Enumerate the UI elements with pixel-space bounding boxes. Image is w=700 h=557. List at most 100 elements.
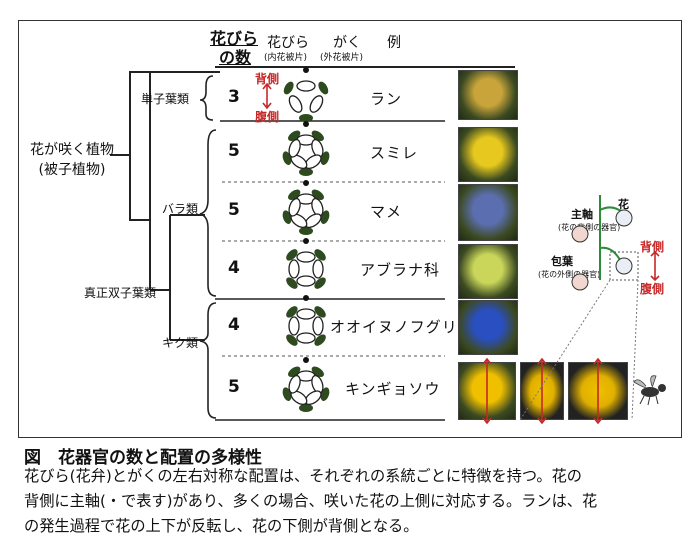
sepal-shape: [286, 277, 298, 289]
header-example-label: 例: [387, 35, 401, 51]
group-rosid: バラ類: [162, 202, 199, 216]
root-label-line1: 花が咲く植物: [30, 142, 114, 158]
petal-count-5: 4: [228, 315, 240, 335]
snapdragon-axis-arrow-icon: [537, 358, 547, 424]
violet-photo: [458, 127, 518, 182]
group-eudicot: 真正双子葉類: [84, 286, 157, 300]
brassica-photo: [458, 244, 518, 299]
plant-name-3: マメ: [370, 203, 403, 221]
bee-icon: [633, 375, 666, 406]
axis-dot-icon: [303, 295, 309, 301]
root-label-line2: (被子植物): [38, 162, 106, 178]
bracket-rosid: [199, 129, 217, 297]
plant-name-2: スミレ: [370, 144, 419, 162]
petal-shape: [288, 259, 300, 279]
group-monocot: 単子葉類: [141, 92, 190, 106]
inset-orientation-arrow-icon: [650, 250, 660, 282]
orientation-arrow-icon: [262, 83, 272, 109]
petal-shape: [288, 138, 301, 158]
inset-bract-sub: (花の外側の器官): [538, 270, 601, 279]
floral-diagram-1: [283, 67, 329, 122]
sepal-shape: [286, 334, 298, 346]
petal-shape: [296, 80, 316, 92]
speedwell-photo: [458, 300, 518, 355]
inset-dorsal: 背側: [640, 240, 665, 254]
petal-count-1: 3: [228, 87, 240, 107]
floral-diagram-6: [282, 357, 330, 412]
caption-line1: 花びら(花弁)とがくの左右対称な配置は、それぞれの系統ごとに特徴を持つ。花の: [24, 467, 582, 485]
sepal-shape: [318, 81, 329, 95]
sepal-shape: [299, 168, 313, 176]
orientation-dorsal: 背側: [255, 72, 280, 86]
axis-dot-icon: [303, 238, 309, 244]
snapdragon-axis-arrow-icon: [482, 358, 492, 424]
header-petal-count-line1: 花びら: [210, 29, 259, 48]
sepal-shape: [299, 227, 313, 235]
plant-name-5: オオイヌノフグリ: [330, 318, 458, 336]
inset-lower-flower-icon: [615, 257, 633, 275]
inset-diagram: [520, 195, 660, 421]
orchid-photo: [458, 70, 518, 120]
snapdragon-axis-arrow-icon: [593, 358, 603, 424]
inset-lower-pedicel: [599, 246, 621, 261]
plant-name-4: アブラナ科: [360, 261, 441, 279]
sepal-shape: [314, 306, 326, 318]
petal-count-6: 5: [228, 377, 240, 397]
branch-monocot-line: [110, 71, 220, 156]
petal-shape: [296, 308, 316, 320]
inset-upper-pedicel: [599, 206, 623, 213]
axis-dot-icon: [303, 357, 309, 363]
petal-count-3: 5: [228, 200, 240, 220]
branch-dicot-line: [129, 155, 150, 221]
header-petal-sub: (内花被片): [264, 53, 308, 63]
sepal-shape: [314, 277, 326, 289]
floral-diagram-4: [286, 238, 326, 289]
inset-upper-flower-icon: [615, 209, 633, 227]
floral-diagram-2: [282, 121, 330, 176]
group-asterid: キク類: [162, 336, 199, 350]
axis-dot-icon: [303, 67, 309, 73]
sepal-shape: [283, 81, 294, 95]
inset-lower-bract-icon: [571, 273, 589, 291]
pea-photo: [458, 184, 518, 241]
petal-shape: [296, 275, 316, 287]
inset-flower-label: 花: [618, 198, 629, 211]
sepal-shape: [286, 249, 298, 261]
plant-name-6: キンギョソウ: [345, 380, 441, 398]
sepal-shape: [299, 404, 313, 412]
petal-shape: [288, 197, 301, 217]
orientation-ventral: 腹側: [255, 110, 280, 124]
bracket-asterid: [199, 302, 217, 419]
axis-dot-icon: [303, 121, 309, 127]
petal-shape: [296, 332, 316, 344]
sepal-shape: [314, 249, 326, 261]
figure-frame: [18, 20, 682, 438]
sepal-shape: [314, 334, 326, 346]
caption-line2: 背側に主軸(・で表す)があり、多くの場合、咲いた花の上側に対応する。ランは、花: [24, 492, 598, 510]
petal-shape: [288, 316, 300, 336]
inset-zoom-lines: [520, 279, 639, 421]
inset-axis-label: 主軸: [571, 208, 593, 221]
petal-shape: [312, 316, 324, 336]
petal-shape: [288, 95, 303, 113]
bracket-monocot: [199, 75, 214, 121]
plant-name-1: ラン: [370, 90, 403, 108]
caption-title: 図 花器官の数と配置の多様性: [24, 448, 262, 468]
header-petal-label: 花びら: [267, 35, 309, 51]
inset-upper-bract-icon: [571, 225, 589, 243]
inset-ventral: 腹側: [640, 282, 665, 296]
sepal-shape: [286, 306, 298, 318]
header-petal-count-line2: の数: [219, 48, 252, 67]
petal-shape: [312, 259, 324, 279]
petal-shape: [296, 251, 316, 263]
inset-bract-label: 包葉: [551, 255, 573, 268]
floral-diagram-5: [286, 295, 326, 346]
header-sepal-label: がく: [333, 35, 361, 51]
floral-diagram-3: [282, 180, 330, 235]
axis-dot-icon: [303, 180, 309, 186]
petal-count-2: 5: [228, 141, 240, 161]
petal-count-4: 4: [228, 258, 240, 278]
petal-shape: [288, 374, 301, 394]
